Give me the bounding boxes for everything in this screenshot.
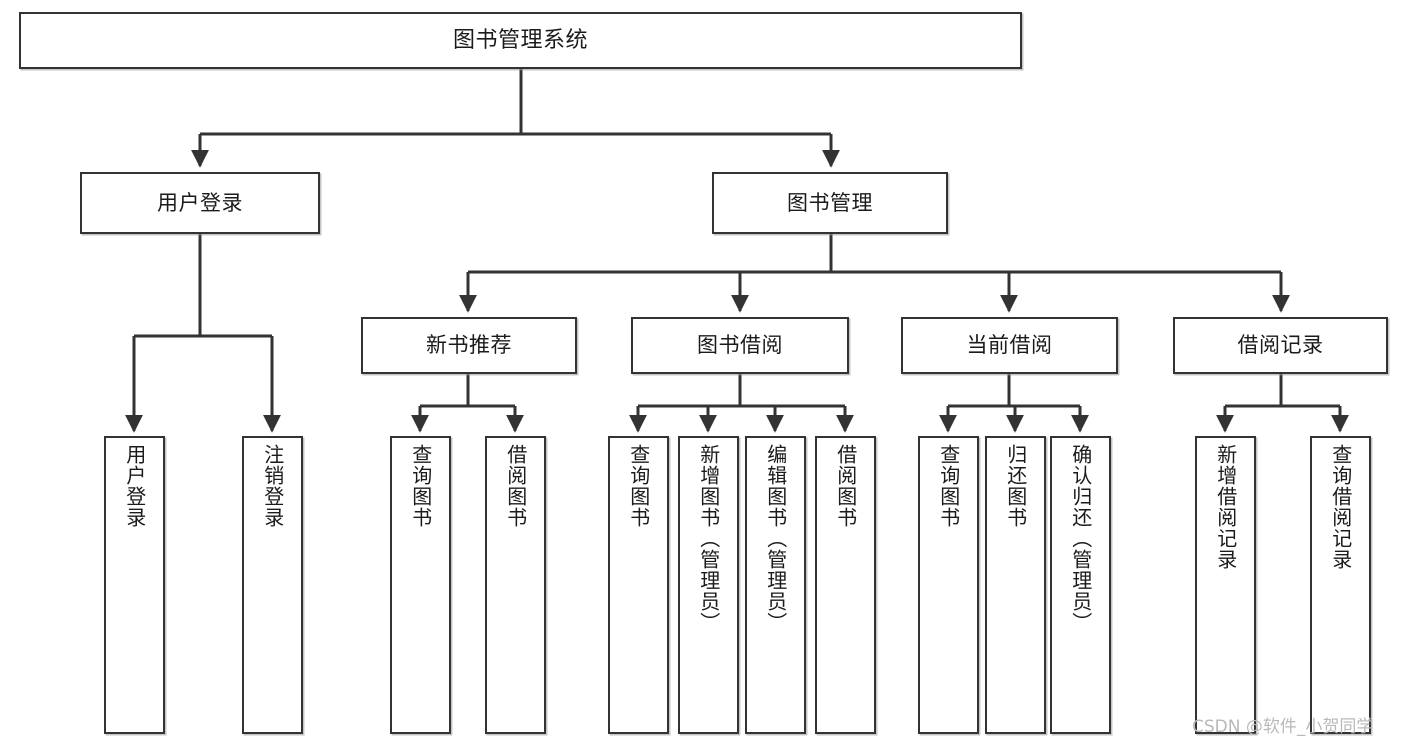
node-user-login-label: 用户登录 bbox=[157, 190, 243, 215]
leaf-add-record[interactable]: 新增借阅记录 bbox=[1195, 436, 1256, 734]
leaf-query-book-2-label: 查询图书 bbox=[626, 444, 651, 528]
node-book-manage[interactable]: 图书管理 bbox=[712, 172, 948, 234]
leaf-borrow-book-2-label: 借阅图书 bbox=[833, 444, 858, 528]
leaf-confirm-return[interactable]: 确认归还（管理员） bbox=[1050, 436, 1111, 734]
node-root[interactable]: 图书管理系统 bbox=[19, 12, 1022, 69]
leaf-add-record-label: 新增借阅记录 bbox=[1213, 444, 1238, 570]
node-book-borrow-label: 图书借阅 bbox=[697, 333, 783, 358]
leaf-query-book-2[interactable]: 查询图书 bbox=[608, 436, 669, 734]
leaf-query-book-1[interactable]: 查询图书 bbox=[390, 436, 451, 734]
leaf-user-login-label: 用户登录 bbox=[122, 444, 147, 528]
leaf-borrow-book-1-label: 借阅图书 bbox=[503, 444, 528, 528]
leaf-logout-label: 注销登录 bbox=[260, 444, 285, 528]
leaf-query-record[interactable]: 查询借阅记录 bbox=[1310, 436, 1371, 734]
leaf-borrow-book-2[interactable]: 借阅图书 bbox=[815, 436, 876, 734]
node-borrow-record-label: 借阅记录 bbox=[1237, 333, 1324, 358]
leaf-borrow-book-1[interactable]: 借阅图书 bbox=[485, 436, 546, 734]
leaf-add-book[interactable]: 新增图书（管理员） bbox=[678, 436, 739, 734]
node-borrow-record[interactable]: 借阅记录 bbox=[1173, 317, 1388, 374]
node-new-book-recommend[interactable]: 新书推荐 bbox=[361, 317, 577, 374]
leaf-edit-book[interactable]: 编辑图书（管理员） bbox=[745, 436, 806, 734]
leaf-query-book-3-label: 查询图书 bbox=[936, 444, 961, 528]
node-book-manage-label: 图书管理 bbox=[787, 190, 873, 215]
leaf-confirm-return-label: 确认归还（管理员） bbox=[1068, 444, 1093, 633]
node-current-borrow-label: 当前借阅 bbox=[966, 333, 1053, 358]
node-current-borrow[interactable]: 当前借阅 bbox=[901, 317, 1118, 374]
leaf-query-book-3[interactable]: 查询图书 bbox=[918, 436, 979, 734]
node-new-book-recommend-label: 新书推荐 bbox=[426, 333, 512, 358]
node-root-label: 图书管理系统 bbox=[452, 27, 588, 53]
leaf-logout[interactable]: 注销登录 bbox=[242, 436, 303, 734]
leaf-add-book-label: 新增图书（管理员） bbox=[696, 444, 721, 633]
leaf-return-book-label: 归还图书 bbox=[1003, 444, 1028, 528]
csdn-watermark: CSDN @软件_小贺同学 bbox=[1192, 717, 1374, 737]
node-user-login[interactable]: 用户登录 bbox=[80, 172, 320, 234]
leaf-user-login[interactable]: 用户登录 bbox=[104, 436, 165, 734]
node-book-borrow[interactable]: 图书借阅 bbox=[631, 317, 849, 374]
leaf-edit-book-label: 编辑图书（管理员） bbox=[763, 444, 788, 633]
leaf-return-book[interactable]: 归还图书 bbox=[985, 436, 1046, 734]
leaf-query-book-1-label: 查询图书 bbox=[408, 444, 433, 528]
leaf-query-record-label: 查询借阅记录 bbox=[1328, 444, 1353, 570]
